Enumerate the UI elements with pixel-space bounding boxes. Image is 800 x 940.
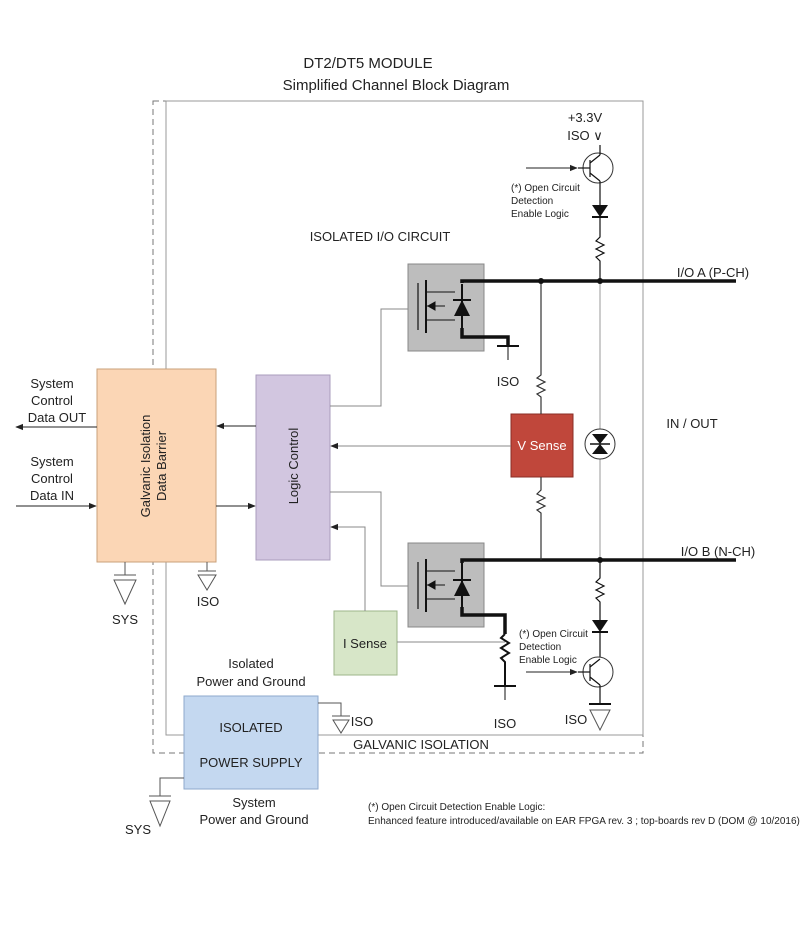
iso-ground-upper-mosfet-label: ISO (497, 374, 519, 389)
iso-ground-power-label: ISO (351, 714, 373, 729)
node-v-sense-a (538, 278, 544, 284)
logic-control-block (255, 374, 331, 561)
v-sense-upper-resistor (535, 281, 547, 414)
bottom-diode-icon (592, 620, 608, 632)
sys-ground-barrier-label: SYS (112, 612, 138, 627)
iso-ground-barrier (197, 562, 217, 591)
bottom-transistor-leads (578, 658, 611, 705)
sys-ground-power (149, 777, 184, 828)
system-power-label-1: System (232, 795, 275, 810)
bidirectional-tvs-icon (584, 428, 616, 460)
iso-ground-upper-mosfet (497, 345, 519, 360)
supply-voltage-label: +3.3V (568, 110, 603, 125)
system-out-label-1: System (30, 376, 73, 391)
top-diode-icon (592, 205, 608, 217)
ocd-note-top-1: (*) Open Circuit (511, 183, 580, 194)
system-in-label-3: Data IN (30, 488, 74, 503)
system-in-label-2: Control (31, 471, 73, 486)
shunt-resistor (499, 633, 511, 686)
io-b-line (460, 558, 736, 563)
i-sense-label: I Sense (343, 636, 387, 651)
isolated-power-label-2: Power and Ground (196, 674, 305, 689)
system-power-label-2: Power and Ground (199, 812, 308, 827)
top-transistor-leads (578, 145, 601, 205)
i-sense-to-logic-arrow (330, 523, 366, 611)
isolated-power-label-1: Isolated (228, 656, 274, 671)
logic-control-label: Logic Control (286, 428, 301, 505)
title-line1: DT2/DT5 MODULE (303, 55, 432, 72)
ocd-note-bottom-3: Enable Logic (519, 655, 577, 666)
lower-mosfet-symbol (417, 559, 455, 612)
ocd-note-top-3: Enable Logic (511, 209, 569, 220)
system-out-label-3: Data OUT (28, 410, 87, 425)
footnote-line1: (*) Open Circuit Detection Enable Logic: (368, 802, 545, 813)
io-a-line (460, 279, 736, 283)
io-b-label: I/O B (N-CH) (681, 544, 755, 559)
title-line2: Simplified Channel Block Diagram (283, 77, 510, 94)
lower-mosfet-diode (453, 563, 471, 607)
top-pullup-resistor (594, 217, 606, 281)
isolated-io-circuit-label: ISOLATED I/O CIRCUIT (310, 229, 451, 244)
gate-wire-upper (330, 308, 408, 407)
power-supply-label-2: POWER SUPPLY (199, 755, 302, 770)
ocd-note-bottom-2: Detection (519, 642, 561, 653)
galvanic-isolation-label: GALVANIC ISOLATION (353, 737, 489, 752)
galvanic-isolation-barrier (96, 368, 217, 563)
ocd-note-top-2: Detection (511, 196, 553, 207)
v-sense-label: V Sense (517, 438, 566, 453)
supply-iso-label: ISO ∨ (567, 128, 603, 143)
upper-mosfet-symbol (417, 280, 455, 333)
galvanic-barrier-label-2: Data Barrier (154, 430, 169, 501)
system-out-label-2: Control (31, 393, 73, 408)
upper-mosfet-source (460, 328, 510, 346)
lower-mosfet-source (460, 607, 507, 634)
iso-ground-lower-mosfet-label: ISO (494, 716, 516, 731)
power-supply-label-1: ISOLATED (219, 720, 282, 735)
v-sense-lower-resistor (535, 477, 547, 560)
system-in-label-1: System (30, 454, 73, 469)
io-a-label: I/O A (P-CH) (677, 265, 749, 280)
galvanic-barrier-label-1: Galvanic Isolation (138, 415, 153, 518)
sys-ground-barrier (113, 562, 137, 606)
bottom-resistor (594, 560, 606, 620)
iso-ground-bottom-right (589, 709, 611, 732)
sys-ground-power-label: SYS (125, 822, 151, 837)
lower-mosfet (407, 542, 485, 628)
i-sense-block (333, 610, 398, 676)
iso-ground-bottom-right-label: ISO (565, 712, 587, 727)
iso-ground-lower-mosfet (494, 685, 516, 700)
iso-ground-power (318, 702, 350, 734)
in-out-label: IN / OUT (666, 416, 717, 431)
ocd-note-bottom-1: (*) Open Circuit (519, 629, 588, 640)
footnote-line2: Enhanced feature introduced/available on… (368, 816, 800, 827)
isolated-power-supply-block (183, 695, 319, 790)
iso-ground-barrier-label: ISO (197, 594, 219, 609)
gate-wire-lower (330, 491, 408, 587)
upper-mosfet-diode (453, 284, 471, 328)
